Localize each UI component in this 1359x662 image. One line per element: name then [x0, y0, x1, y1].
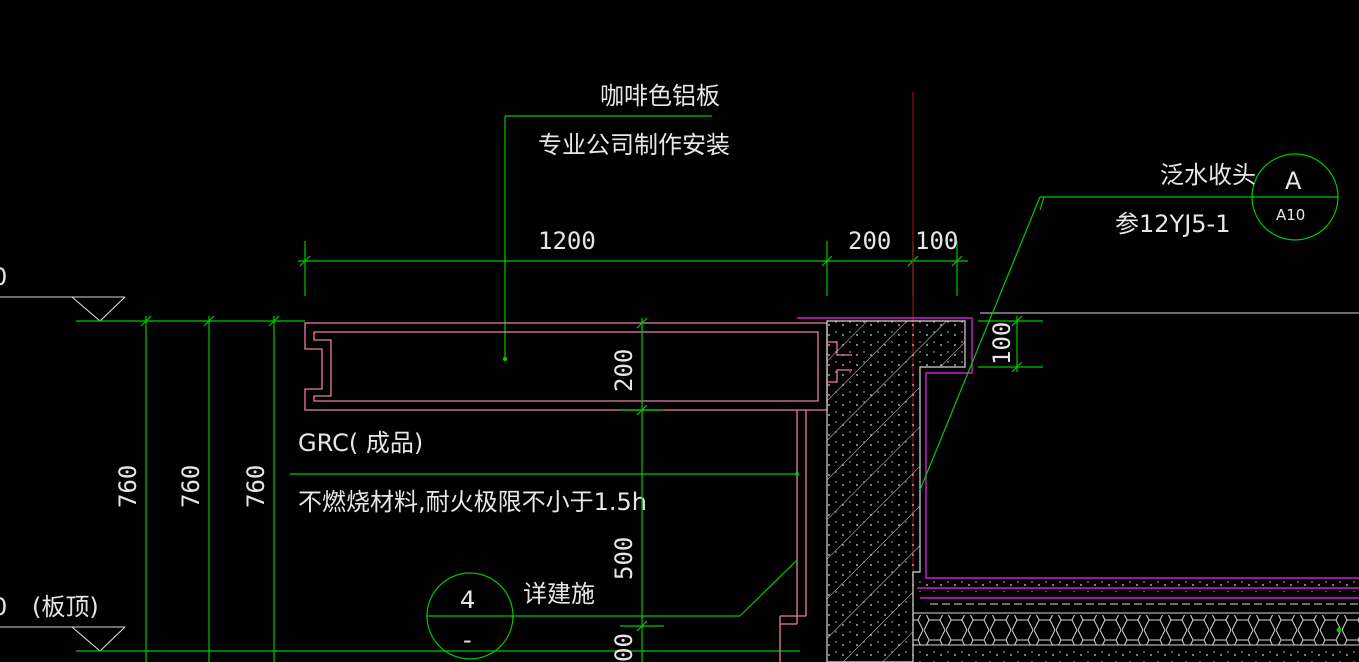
aluminium-panel-label: 咖啡色铝板 — [600, 82, 720, 110]
dimension-760-c: 760 — [242, 465, 270, 508]
dimension-500-vertical: 500 — [610, 537, 638, 580]
detail-callout-A-letter: A — [1285, 167, 1302, 195]
detail-callout-A-sheet: A10 — [1276, 206, 1305, 224]
edge-fragment-bottom: 0 — [0, 593, 7, 621]
dimension-100-top: 100 — [915, 227, 958, 255]
edge-fragment-top: 0 — [0, 263, 7, 291]
detail-callout-4-number: 4 — [460, 586, 475, 614]
dimension-00-cut: 00 — [610, 633, 638, 662]
dimension-760-b: 760 — [177, 465, 205, 508]
detail-callout-4-sheet: - — [463, 626, 472, 654]
anchor-clip — [827, 341, 852, 383]
leader-grc — [290, 472, 799, 476]
slab-top-label: (板顶) — [32, 593, 99, 621]
leader-flashing — [919, 196, 1252, 491]
detail-label: 详建施 — [523, 580, 595, 608]
roof-layers — [913, 312, 1359, 662]
dimension-100-right-text: 100 — [988, 322, 1016, 365]
dimension-760-a: 760 — [114, 465, 142, 508]
reference-label: 参12YJ5-1 — [1115, 210, 1230, 238]
dimension-200-top: 200 — [848, 227, 891, 255]
level-marker-top — [0, 296, 305, 322]
detail-callout-A — [1251, 153, 1339, 241]
concrete-parapet — [826, 320, 966, 662]
dimension-vertical-200-500 — [620, 317, 664, 662]
flashing-label: 泛水收头 — [1160, 161, 1256, 189]
leader-aluminium-panel — [502, 115, 712, 362]
dimension-760-lines — [140, 315, 280, 662]
node-marker — [1336, 627, 1342, 633]
dimension-200-vertical: 200 — [610, 349, 638, 392]
professional-install-label: 专业公司制作安装 — [538, 131, 730, 159]
grc-label: GRC( 成品) — [298, 429, 423, 457]
dimension-1200: 1200 — [538, 227, 596, 255]
detail-callout-4 — [426, 559, 798, 660]
noncombustible-label: 不燃烧材料,耐火极限不小于1.5h — [298, 488, 647, 516]
dimension-100-right — [978, 315, 1043, 373]
level-marker-bottom — [0, 626, 800, 652]
